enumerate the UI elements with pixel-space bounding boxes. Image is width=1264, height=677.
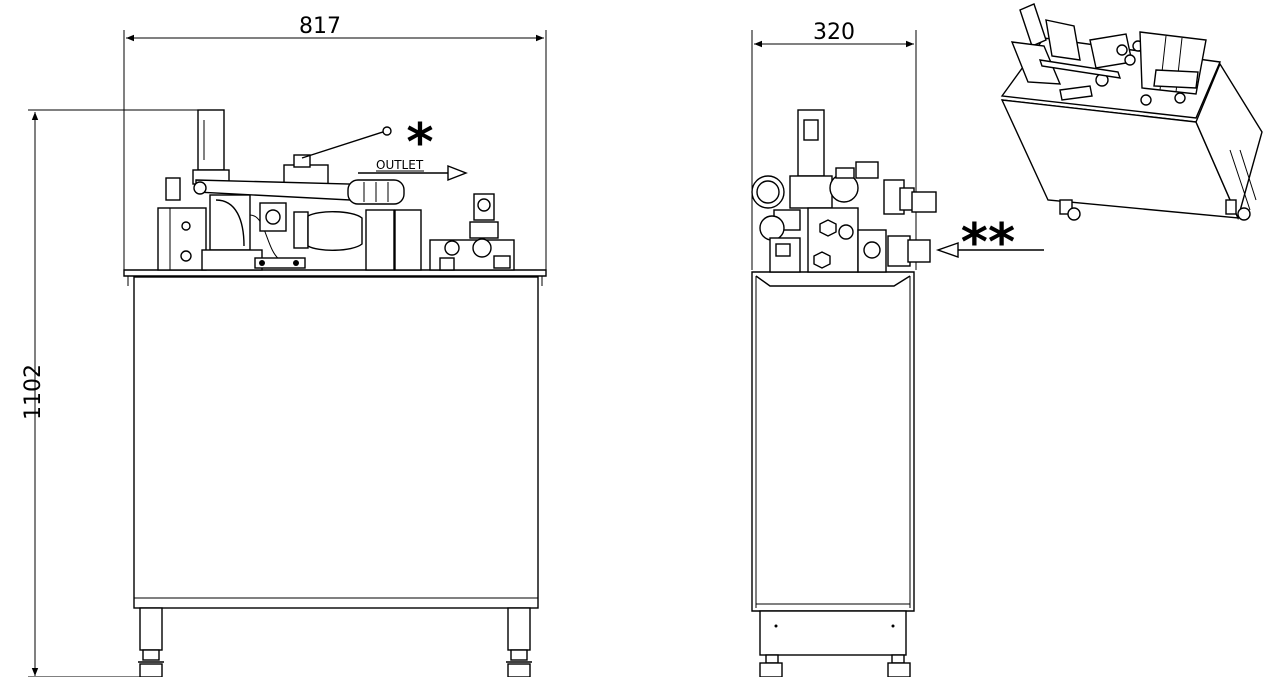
side-view: **	[751, 109, 1044, 677]
outlet-asterisk: *	[406, 113, 433, 173]
dimension-height: 1102	[21, 109, 200, 677]
height-label: 1102	[21, 364, 46, 420]
front-view: OUTLET *	[123, 109, 547, 677]
side-width-label: 320	[813, 20, 855, 45]
dimension-front-width: 817	[123, 14, 547, 270]
inlet-asterisks: **	[961, 213, 1015, 273]
dimension-side-width: 320	[751, 20, 917, 270]
outlet-label: OUTLET	[376, 158, 424, 172]
isometric-view	[1000, 3, 1263, 221]
front-width-label: 817	[299, 14, 341, 39]
